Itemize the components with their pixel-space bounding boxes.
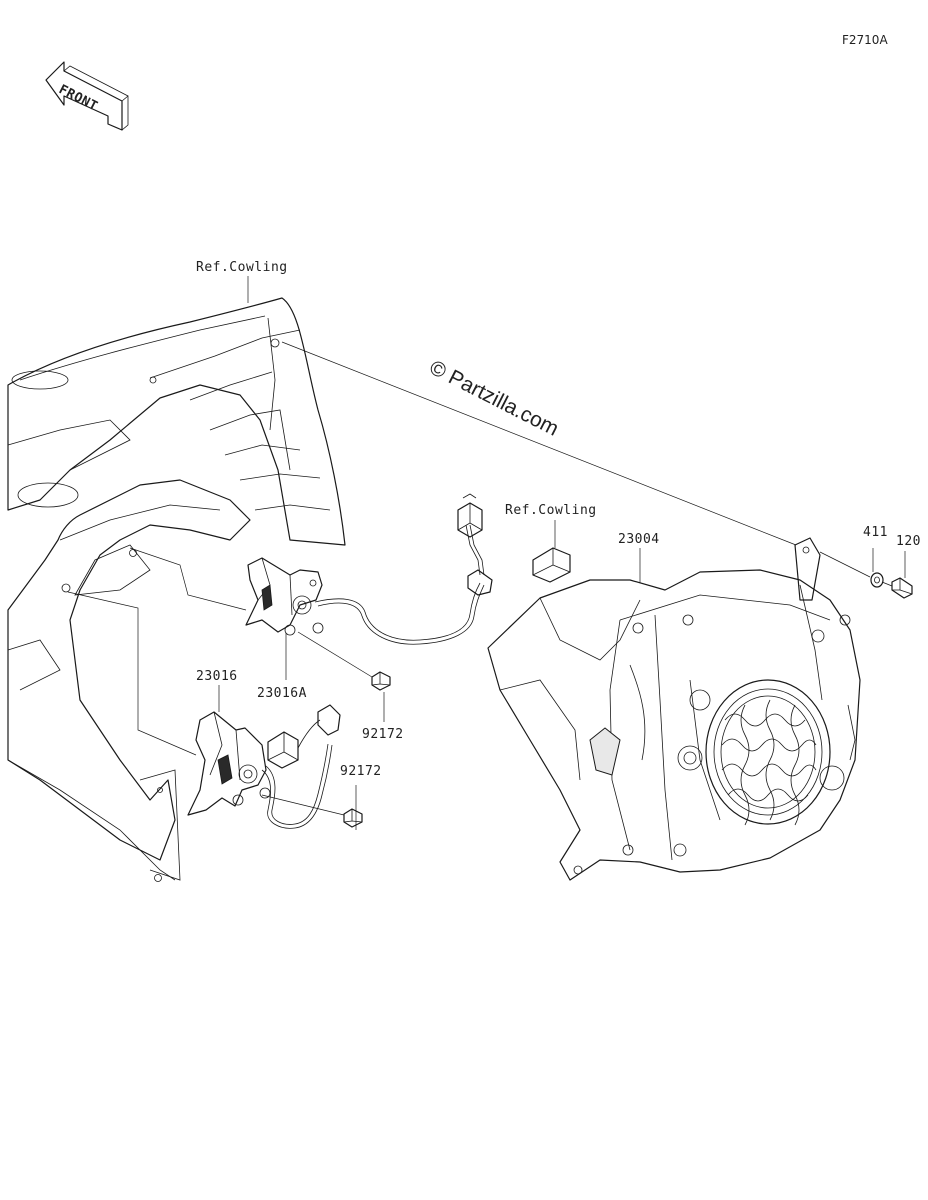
figure-code: F2710A <box>842 33 888 47</box>
part-23016a-label: 23016A <box>257 686 307 701</box>
lens-grid <box>721 699 817 826</box>
screw-92172-lower <box>343 808 363 828</box>
front-arrow-icon: FRONT <box>45 61 129 131</box>
screw-92172-upper <box>371 671 391 691</box>
headlight-connector <box>532 547 571 583</box>
part-92172-upper-label: 92172 <box>362 727 404 742</box>
headlight-assembly <box>487 537 861 881</box>
ref-cowling-headlight-label: Ref.Cowling <box>505 503 597 518</box>
bolt-120 <box>881 577 913 599</box>
watermark: © Partzilla.com <box>426 356 563 441</box>
part-23004-label: 23004 <box>618 532 660 547</box>
upper-cowling <box>7 297 346 546</box>
ref-cowling-top-label: Ref.Cowling <box>196 260 288 275</box>
part-92172-lower-label: 92172 <box>340 764 382 779</box>
position-lamp-23016 <box>187 704 341 829</box>
lower-cowling <box>7 479 251 882</box>
part-23016-label: 23016 <box>196 669 238 684</box>
leader-lines <box>67 276 906 830</box>
part-120-label: 120 <box>896 534 921 549</box>
front-label: FRONT <box>56 82 100 114</box>
part-411-label: 411 <box>863 525 888 540</box>
washer-411 <box>870 572 884 588</box>
position-lamp-23016a <box>245 493 493 645</box>
